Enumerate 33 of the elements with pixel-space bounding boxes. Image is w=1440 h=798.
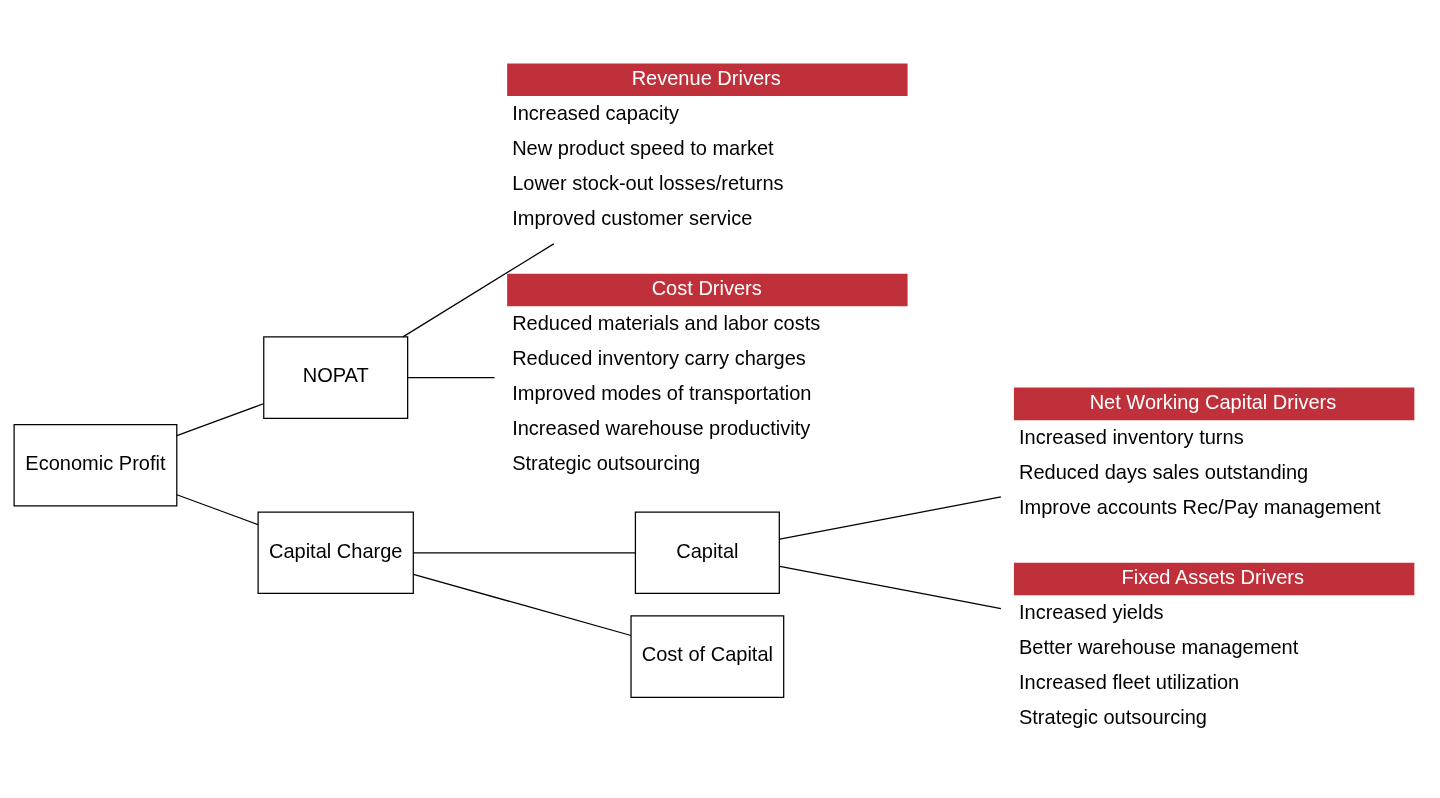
node-label: Improve accounts Rec/Pay management (1018, 495, 1381, 518)
connector (406, 376, 495, 378)
connector (175, 402, 264, 436)
node-label: Reduced inventory carry charges (511, 346, 806, 369)
node-box: Capital Charge (257, 511, 414, 594)
connector (175, 493, 258, 525)
connector (778, 565, 1002, 609)
node-label: Increased capacity (511, 101, 679, 124)
node-label: Better warehouse management (1018, 635, 1298, 658)
node-box: Net Working Capital Drivers (1013, 387, 1414, 420)
node-label: Increased inventory turns (1018, 425, 1244, 448)
node-label: Strategic outsourcing (1018, 705, 1207, 728)
node-box: Cost of Capital (629, 614, 784, 698)
node-box: Fixed Assets Drivers (1013, 562, 1414, 595)
node-label: New product speed to market (511, 136, 774, 159)
node-label: Strategic outsourcing (511, 451, 700, 474)
node-label: Improved modes of transportation (511, 381, 811, 404)
node-label: Improved customer service (511, 206, 752, 229)
node-label: Increased warehouse productivity (511, 416, 810, 439)
node-box: Economic Profit (13, 423, 177, 506)
connector (412, 573, 632, 636)
connector (778, 495, 1002, 540)
connector (412, 551, 636, 553)
node-label: Increased fleet utilization (1018, 670, 1239, 693)
node-label: Lower stock-out losses/returns (511, 171, 784, 194)
node-label: Reduced days sales outstanding (1018, 460, 1308, 483)
node-box: Cost Drivers (506, 273, 908, 306)
node-box: NOPAT (262, 335, 408, 419)
node-box: Capital (634, 511, 780, 594)
connector (401, 242, 554, 337)
node-label: Reduced materials and labor costs (511, 311, 820, 334)
node-label: Increased yields (1018, 600, 1164, 623)
node-box: Revenue Drivers (506, 63, 908, 96)
